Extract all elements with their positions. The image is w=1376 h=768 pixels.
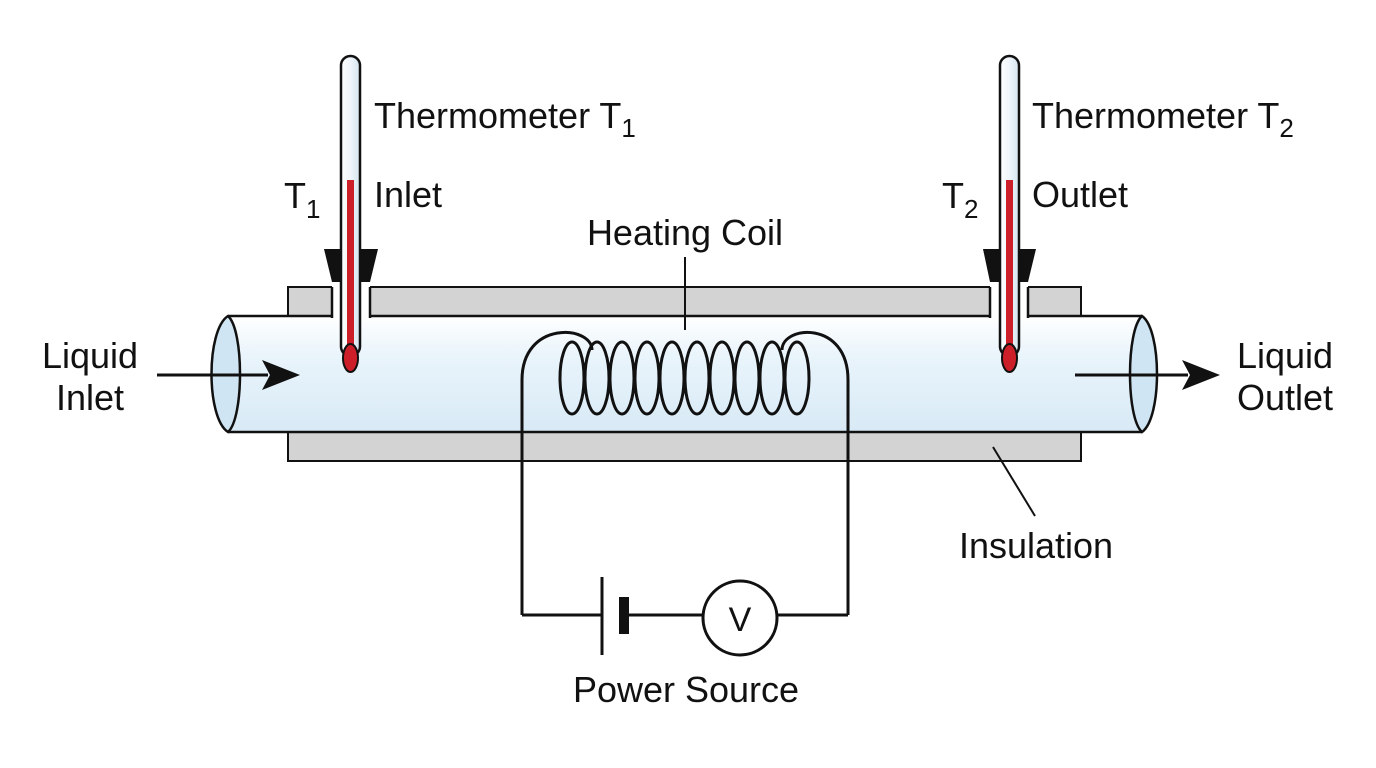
inlet-label: Inlet	[374, 174, 442, 215]
t2-symbol: T2	[942, 175, 978, 224]
battery-symbol	[600, 577, 629, 655]
insulation-leader	[992, 446, 1036, 517]
thermometer-1	[324, 54, 378, 373]
thermometer-2	[983, 54, 1036, 373]
mercury-column-2	[1006, 180, 1013, 356]
liquid-inlet-label-line1: Liquid	[42, 335, 138, 376]
thermometer-2-label: Thermometer T2	[1032, 95, 1294, 143]
liquid-outlet-label-line1: Liquid	[1237, 335, 1333, 376]
insulation-label: Insulation	[959, 525, 1113, 566]
liquid-inlet-label-line2: Inlet	[56, 377, 124, 418]
t1-symbol: T1	[284, 175, 320, 224]
outlet-label: Outlet	[1032, 174, 1128, 215]
voltmeter-symbol: V	[729, 601, 752, 639]
liquid-outlet-label-line2: Outlet	[1237, 377, 1333, 418]
mercury-column-1	[347, 180, 354, 356]
heating-coil	[520, 331, 850, 615]
outlet-arrow	[1075, 360, 1220, 390]
voltmeter: V	[701, 579, 779, 657]
power-source-label: Power Source	[573, 669, 799, 710]
thermometer-1-label: Thermometer T1	[374, 95, 636, 143]
inlet-arrow	[157, 360, 300, 390]
heating-coil-label: Heating Coil	[587, 212, 783, 253]
